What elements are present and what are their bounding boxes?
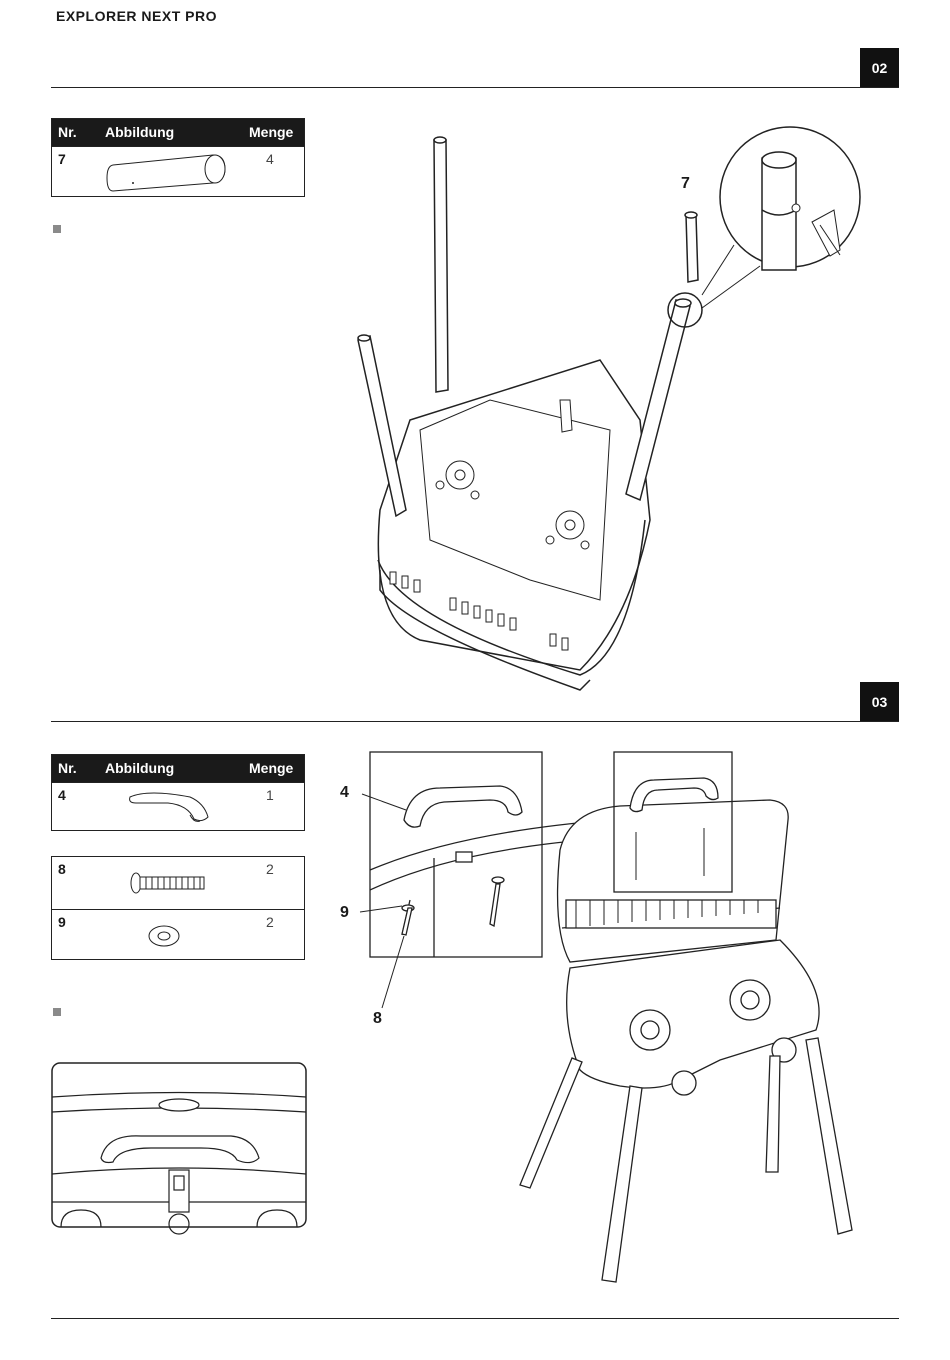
part-quantity: 2 <box>266 914 274 930</box>
parts-table-row: 4 1 <box>52 782 304 831</box>
header-nr: Nr. <box>58 760 77 776</box>
header-qty: Menge <box>249 760 293 776</box>
note-bullet <box>53 225 61 233</box>
document-title: EXPLORER NEXT PRO <box>56 8 217 24</box>
part-number: 7 <box>58 151 66 167</box>
step-number-badge: 03 <box>860 682 899 721</box>
leg-extension-tube-icon <box>107 151 227 191</box>
part-number: 8 <box>58 861 66 877</box>
parts-table-row: 9 2 <box>52 909 304 961</box>
footer-divider <box>51 1318 899 1319</box>
header-image: Abbildung <box>105 124 174 140</box>
part-number: 4 <box>58 787 66 803</box>
parts-table: Nr. Abbildung Menge 7 4 <box>51 118 305 197</box>
header-nr: Nr. <box>58 124 77 140</box>
section-divider <box>51 87 899 88</box>
part-quantity: 2 <box>266 861 274 877</box>
grill-handle-illustration <box>340 740 900 1310</box>
parts-table: 8 2 9 2 <box>51 856 305 960</box>
part-quantity: 4 <box>266 151 274 167</box>
callout-label: 4 <box>340 784 349 802</box>
note-bullet <box>53 1008 61 1016</box>
handle-detail-illustration <box>51 1062 307 1228</box>
part-quantity: 1 <box>266 787 274 803</box>
screw-icon <box>130 871 210 895</box>
parts-table-row: 7 4 <box>52 146 304 197</box>
parts-table: Nr. Abbildung Menge 4 1 <box>51 754 305 831</box>
callout-label: 7 <box>681 175 690 193</box>
callout-label: 9 <box>340 904 349 922</box>
part-number: 9 <box>58 914 66 930</box>
step-number-badge: 02 <box>860 48 899 87</box>
header-qty: Menge <box>249 124 293 140</box>
handle-icon <box>128 789 210 829</box>
header-image: Abbildung <box>105 760 174 776</box>
parts-table-header: Nr. Abbildung Menge <box>52 755 304 782</box>
parts-table-header: Nr. Abbildung Menge <box>52 119 304 146</box>
grill-legs-illustration <box>340 100 900 690</box>
parts-table-row: 8 2 <box>52 857 304 909</box>
callout-label: 8 <box>373 1010 382 1028</box>
washer-icon <box>146 922 182 950</box>
section-divider <box>51 721 899 722</box>
